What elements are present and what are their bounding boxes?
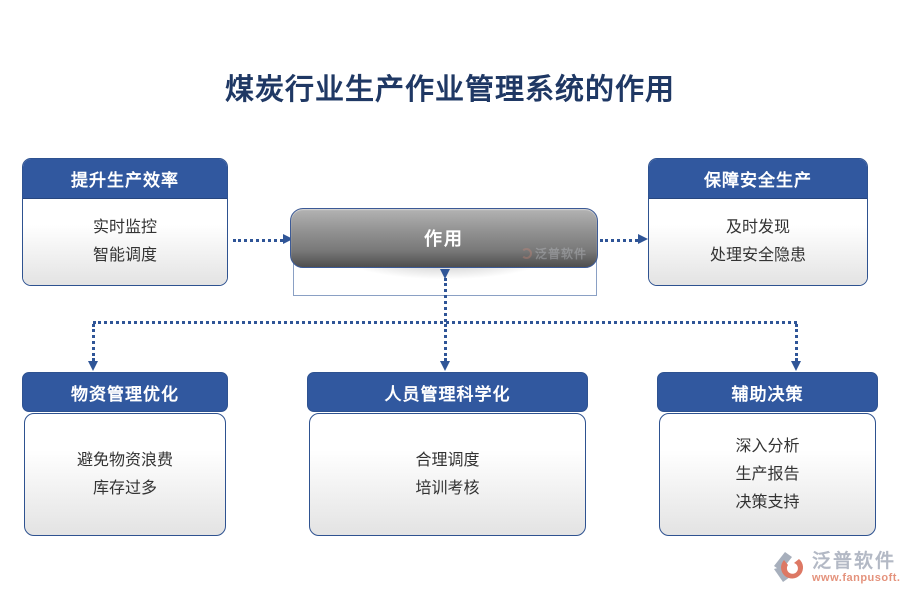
fanpu-logo-text: 泛普软件 www.fanpusoft.com xyxy=(812,552,900,584)
box-header: 物资管理优化 xyxy=(22,372,228,412)
connector-to-bottom-right xyxy=(795,324,798,361)
body-line: 及时发现 xyxy=(725,219,790,236)
connector-horizontal-bus xyxy=(93,321,797,324)
capsule-label: 作用 xyxy=(424,229,464,249)
box-personnel-management: 人员管理科学化 合理调度 培训考核 xyxy=(307,372,588,538)
box-decision-support: 辅助决策 深入分析 生产报告 决策支持 xyxy=(657,372,878,538)
body-line: 智能调度 xyxy=(92,247,157,264)
body-line: 培训考核 xyxy=(415,479,480,497)
connector-to-bottom-middle xyxy=(444,324,447,361)
center-capsule: 作用 泛普软件 xyxy=(290,208,598,268)
fanpu-logo: 泛普软件 www.fanpusoft.com xyxy=(768,548,900,588)
box-material-management: 物资管理优化 避免物资浪费 库存过多 xyxy=(22,372,228,538)
fanpu-logo-icon xyxy=(520,248,532,259)
connector-capsule-to-right xyxy=(600,239,638,242)
box-ensure-safety: 保障安全生产 及时发现 处理安全隐患 xyxy=(648,158,868,286)
connector-to-bottom-left xyxy=(92,324,95,361)
capsule-watermark: 泛普软件 xyxy=(520,245,587,262)
body-line: 避免物资浪费 xyxy=(76,451,173,469)
connector-capsule-down xyxy=(444,278,447,322)
arrowhead-down-icon xyxy=(440,361,450,371)
brand-url: www.fanpusoft.com xyxy=(812,572,900,584)
arrowhead-down-icon xyxy=(88,361,98,371)
fanpu-logo-icon xyxy=(774,552,804,582)
box-improve-efficiency: 提升生产效率 实时监控 智能调度 xyxy=(22,158,228,286)
box-body: 及时发现 处理安全隐患 xyxy=(649,199,867,285)
box-body: 合理调度 培训考核 xyxy=(309,413,586,536)
body-line: 实时监控 xyxy=(92,219,157,236)
body-line: 处理安全隐患 xyxy=(709,247,806,264)
arrowhead-down-icon xyxy=(440,269,450,279)
connector-left-to-capsule xyxy=(233,239,283,242)
brand-name: 泛普软件 xyxy=(812,551,897,572)
box-header: 保障安全生产 xyxy=(649,159,867,199)
box-body: 实时监控 智能调度 xyxy=(23,199,227,285)
box-header: 辅助决策 xyxy=(657,372,878,412)
box-header: 人员管理科学化 xyxy=(307,372,588,412)
body-line: 决策支持 xyxy=(735,493,800,511)
body-line: 深入分析 xyxy=(735,437,800,455)
body-line: 生产报告 xyxy=(735,465,800,483)
box-body: 深入分析 生产报告 决策支持 xyxy=(659,413,876,536)
box-body: 避免物资浪费 库存过多 xyxy=(24,413,226,536)
arrowhead-right-icon xyxy=(283,234,293,244)
body-line: 库存过多 xyxy=(92,479,157,497)
page-title: 煤炭行业生产作业管理系统的作用 xyxy=(224,74,675,106)
capsule-watermark-text: 泛普软件 xyxy=(534,247,587,261)
arrowhead-right-icon xyxy=(638,234,648,244)
arrowhead-down-icon xyxy=(791,361,801,371)
body-line: 合理调度 xyxy=(415,451,480,469)
box-header: 提升生产效率 xyxy=(23,159,227,199)
